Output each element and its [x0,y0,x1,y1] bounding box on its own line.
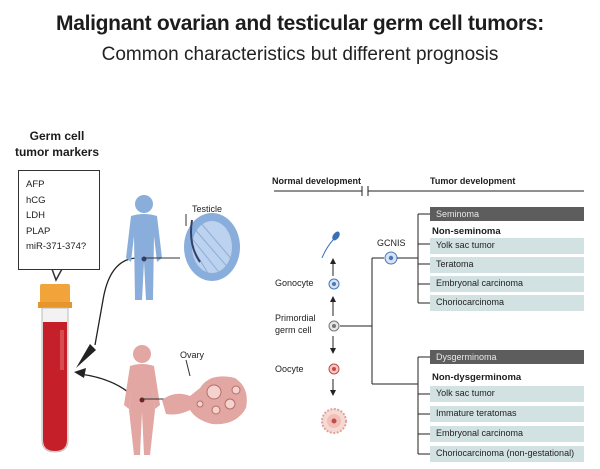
marker-mir: miR-371-374? [26,241,87,252]
oocyte-label: Oocyte [275,364,304,374]
list-item: Teratoma [430,257,584,273]
tumor-markers-heading-line2: tumor markers [14,145,100,159]
male-body-icon [126,195,162,300]
primordial-label-line1: Primordial [275,313,316,323]
tumor-markers-box: AFP hCG LDH PLAP miR-371-374? [18,170,100,270]
seminoma-bar: Seminoma [430,207,584,221]
dysgerminoma-bar: Dysgerminoma [430,350,584,364]
ovary-icon [162,376,247,425]
gcnis-label: GCNIS [377,238,406,248]
gcnis-icon [384,251,398,265]
non-seminoma-list: Yolk sac tumor Teratoma Embryonal carcin… [430,238,584,311]
tumor-markers-heading: Germ cell tumor markers [14,128,100,160]
gonocyte-label: Gonocyte [275,278,314,288]
blood-tube-icon [38,284,72,453]
diagram-title: Malignant ovarian and testicular germ ce… [56,12,544,35]
list-item: Yolk sac tumor [430,238,584,254]
tumor-markers-heading-line1: Germ cell [29,129,85,143]
normal-development-header: Normal development [272,176,362,186]
primordial-label-line2: germ cell [275,325,312,335]
marker-afp: AFP [26,179,45,190]
diagram-subtitle: Common characteristics but different pro… [101,44,499,65]
non-dysgerminoma-heading: Non-dysgerminoma [432,372,522,383]
testicle-label: Testicle [192,204,223,214]
testicle-icon [184,213,240,281]
primordial-germ-cell-label: Primordial germ cell [275,312,316,336]
testicle-to-tube-arrow [94,257,139,346]
gonocyte-icon [328,278,340,290]
sperm-icon [321,231,340,259]
ovary-to-tube-arrow [79,373,129,393]
marker-box-tail [50,268,64,282]
list-item: Choriocarcinoma [430,295,584,311]
primordial-germ-cell-icon [328,320,340,332]
marker-ldh: LDH [26,210,46,221]
list-item: Immature teratomas [430,406,584,422]
marker-plap: PLAP [26,225,51,237]
non-seminoma-heading: Non-seminoma [432,226,501,237]
oocyte-icon [328,363,340,375]
list-item: Embryonal carcinoma [430,426,584,442]
non-dysgerminoma-list: Yolk sac tumor Immature teratomas Embryo… [430,386,584,462]
mature-oocyte-icon [321,408,347,434]
marker-hcg: hCG [26,194,46,206]
list-item: Yolk sac tumor [430,386,584,402]
list-item: Choriocarcinoma (non-gestational) [430,446,584,462]
female-body-icon [124,345,160,455]
tumor-development-header: Tumor development [430,176,516,186]
ovary-label: Ovary [180,350,205,360]
list-item: Embryonal carcinoma [430,276,584,292]
